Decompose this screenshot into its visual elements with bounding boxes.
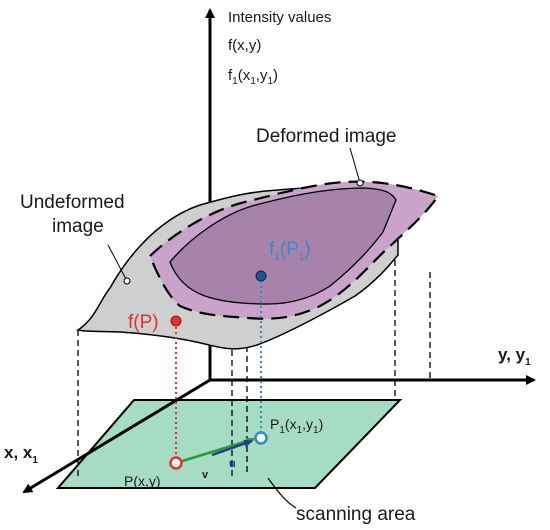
- x-axis-label: x, x1: [4, 443, 38, 466]
- P1-base-point: [254, 431, 268, 445]
- fP-label: f(P): [128, 312, 159, 333]
- v-vector: [175, 437, 255, 465]
- undeformed-callout-line: [107, 244, 128, 282]
- vertical-axis-title: Intensity values: [228, 9, 331, 26]
- vertical-axis-f1: f1(x1,y1): [228, 67, 278, 87]
- overlap-region: [169, 187, 397, 305]
- undeformed-label-line2: image: [52, 216, 104, 237]
- f1P1-point: [255, 270, 267, 282]
- vertical-axis-f: f(x,y): [228, 37, 261, 54]
- scanning-area-plane: [55, 399, 403, 489]
- P-point-label: P(x,y): [124, 473, 161, 489]
- deformed-image-label: Deformed image: [256, 126, 396, 147]
- fP-point: [170, 315, 182, 327]
- P1-point-label: P1(x1,y1): [270, 416, 323, 436]
- scanning-callout-line: [267, 477, 297, 509]
- scanning-area-label: scanning area: [296, 504, 416, 525]
- u-vector: [211, 439, 253, 457]
- u-vector-label: u: [229, 458, 236, 470]
- y-axis-label: y, y1: [498, 345, 531, 368]
- x-axis: [22, 378, 211, 494]
- v-vector-label: v: [202, 469, 209, 481]
- undeformed-label-line1: Undeformed: [20, 192, 125, 213]
- P-base-point: [169, 456, 183, 470]
- undeformed-callout-dot: [123, 277, 131, 285]
- deformed-callout-dot: [356, 179, 364, 187]
- f1P1-label: f1(P1): [269, 239, 311, 263]
- deformed-callout-line: [349, 147, 361, 184]
